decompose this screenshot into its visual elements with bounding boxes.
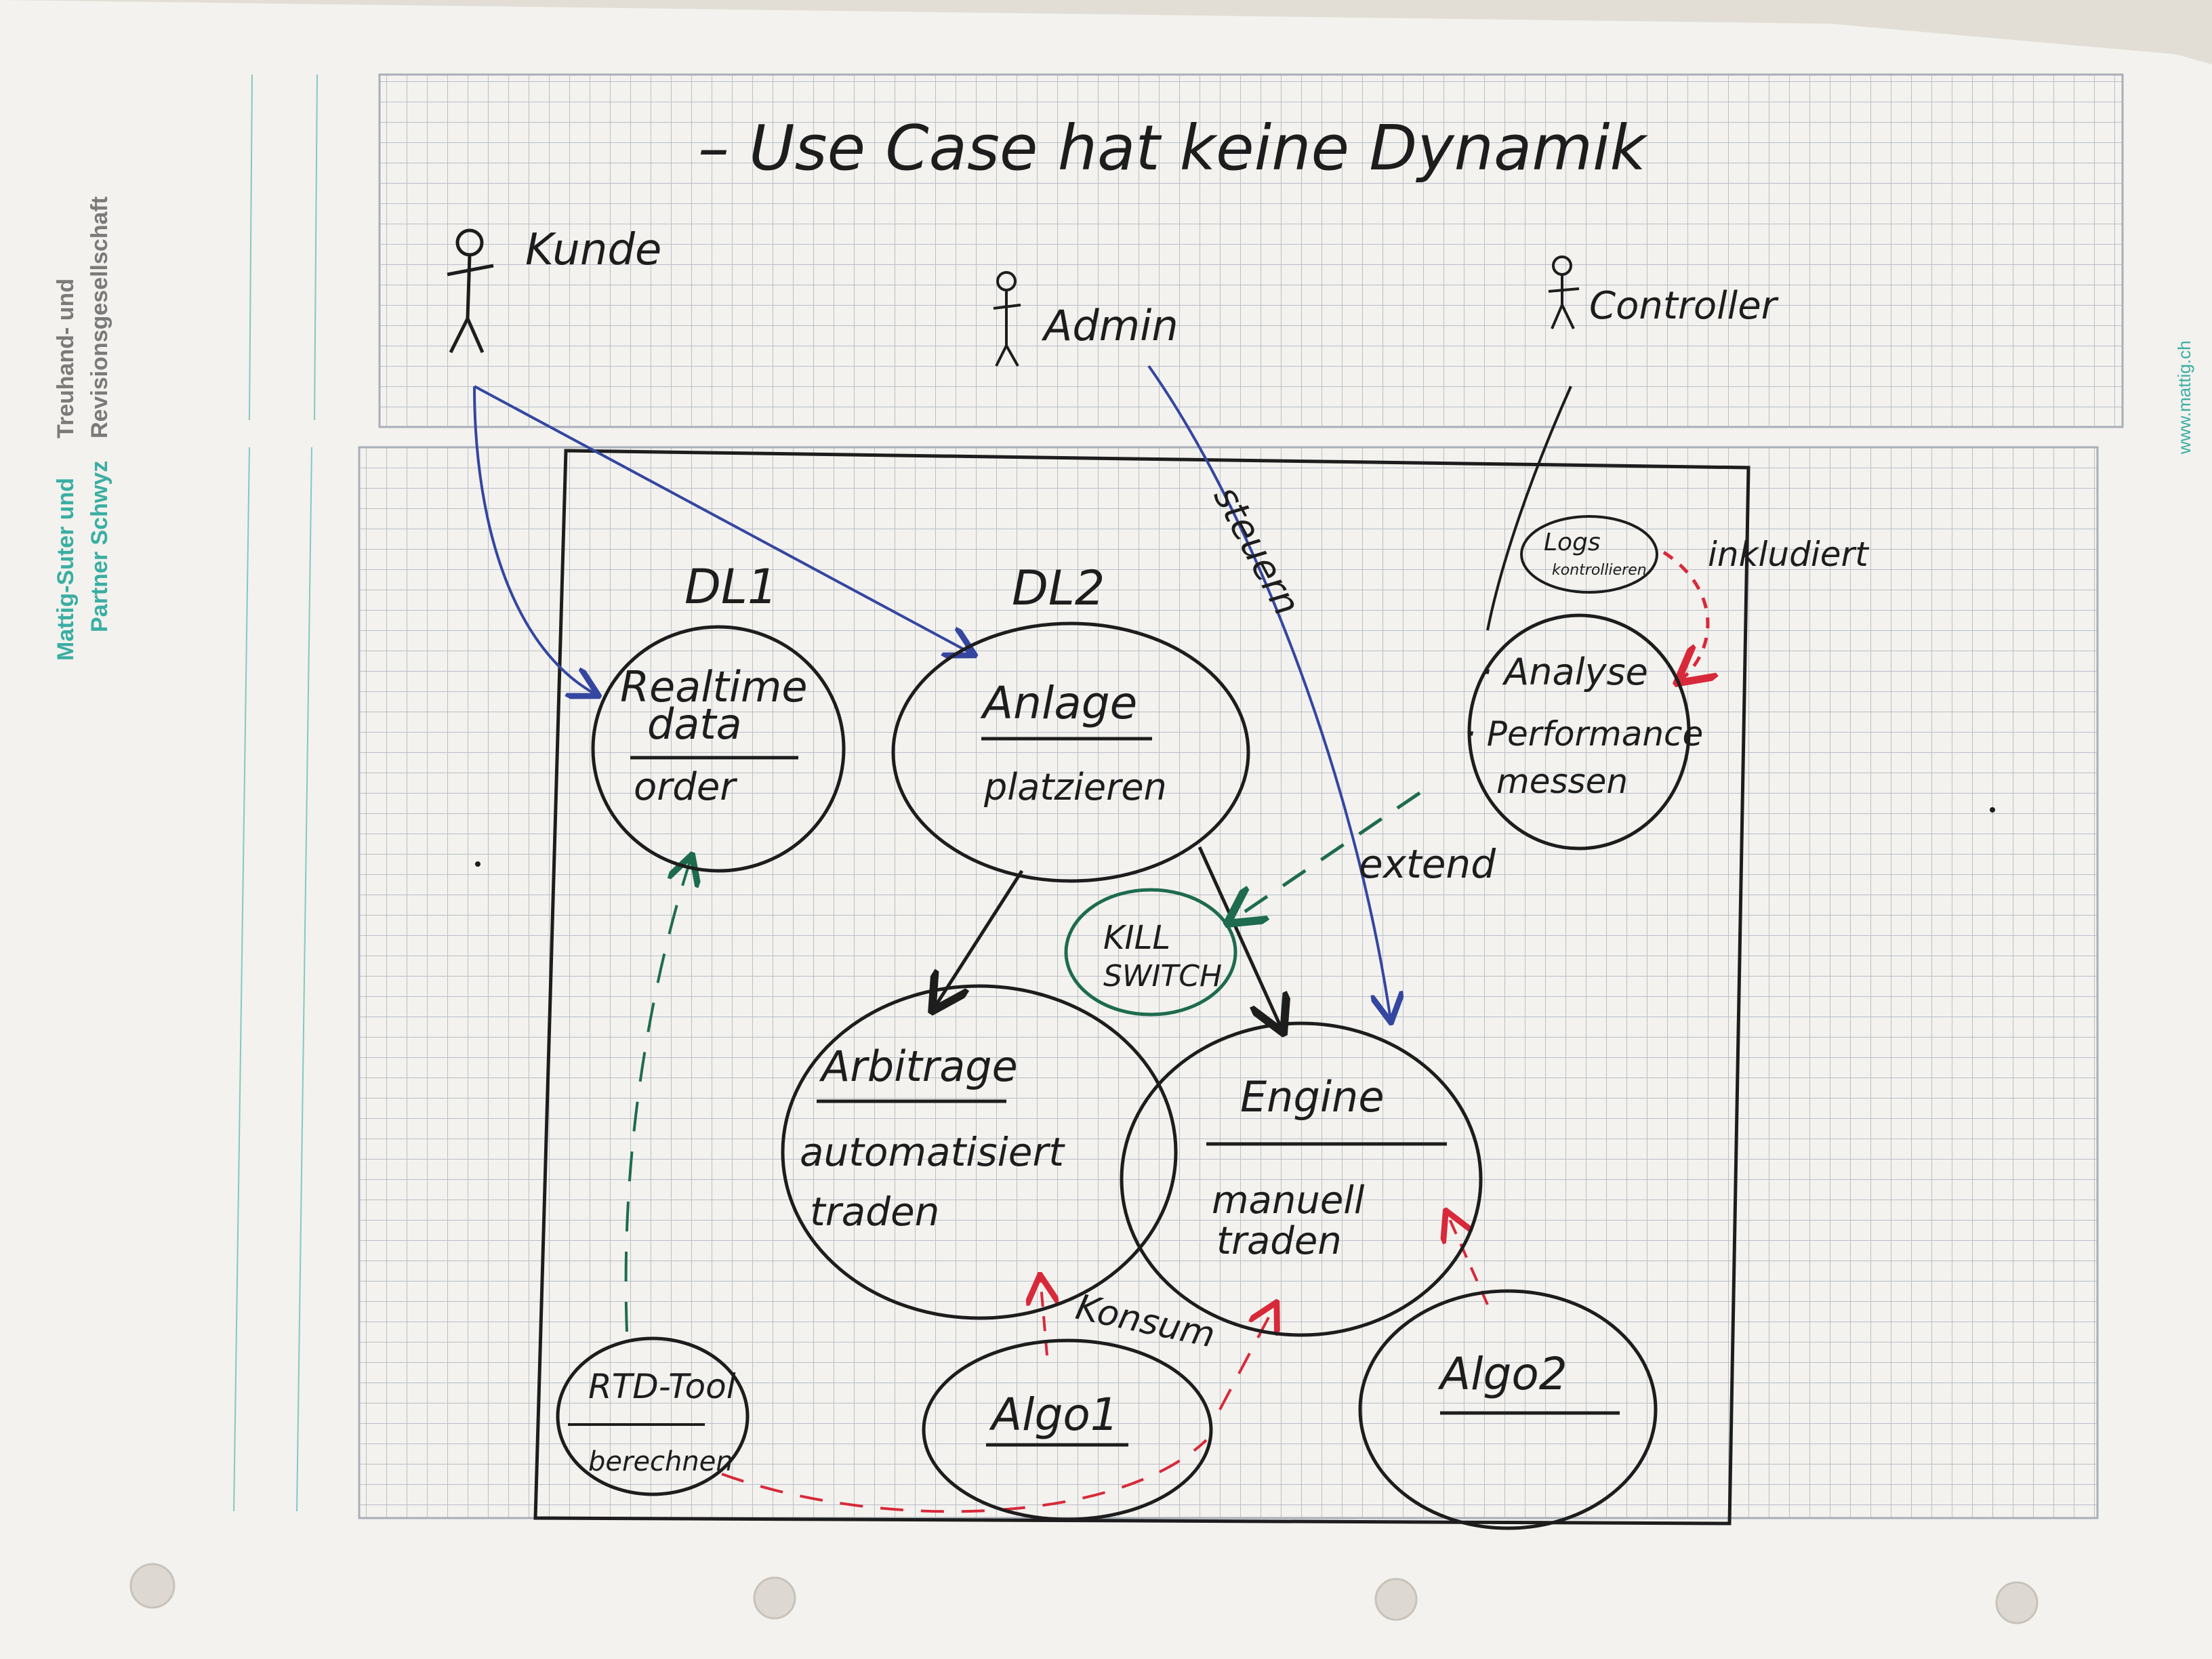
flow-anlage-arbitrage [934, 869, 1024, 1008]
punch-hole [129, 1563, 176, 1609]
company-line-2b: Revisionsgesellschaft [87, 197, 112, 438]
usecase-arbitrage [781, 984, 1178, 1320]
realtime-sub: order [634, 765, 737, 809]
paper [0, 0, 2212, 64]
analyse-line-3: messen [1496, 762, 1628, 801]
group-label-dl2: DL2 [1012, 560, 1105, 616]
group-label-dl1: DL1 [684, 559, 777, 615]
analyse-line-2: · Performance [1465, 714, 1703, 754]
usecase-analyse [1467, 613, 1691, 851]
company-line-1b: Treuhand- und [53, 279, 79, 438]
letterhead: Mattig-Suter und Treuhand- und Partner S… [53, 197, 112, 661]
extend-analyse-kill [1230, 791, 1421, 922]
arbitrage-sub-2: traden [810, 1189, 939, 1235]
realtime-title-2: data [647, 699, 742, 749]
pen-dot [475, 861, 480, 867]
actor-kunde-label: Kunde [525, 225, 661, 275]
punch-hole [753, 1576, 796, 1620]
system-boundary [533, 449, 1750, 1525]
algo2-title: Algo2 [1437, 1348, 1568, 1400]
rtd-title: RTD-Tool [588, 1367, 736, 1406]
actor-kunde [447, 228, 494, 354]
actor-admin [993, 271, 1021, 367]
usecase-logs [1520, 515, 1658, 594]
margin-line [249, 74, 253, 421]
engine-title: Engine [1240, 1072, 1385, 1122]
arbitrage-sub-1: automatisiert [800, 1129, 1065, 1175]
grid-panel-top [378, 73, 2124, 428]
punch-hole [1995, 1581, 2039, 1624]
usecase-kill-switch [1064, 888, 1237, 1017]
kill-line-1: KILL [1103, 919, 1170, 957]
usecase-algo2 [1358, 1289, 1658, 1530]
punch-hole [1374, 1578, 1418, 1621]
actor-admin-label: Admin [1041, 301, 1179, 350]
usecase-algo1 [922, 1338, 1213, 1521]
rtd-sub: berechnen [588, 1446, 733, 1477]
pen-dot [1990, 807, 1995, 813]
flow-rtd-realtime [624, 857, 691, 1332]
anlage-sub: platzieren [983, 766, 1167, 808]
actor-controller-label: Controller [1589, 284, 1779, 328]
usecase-anlage [891, 621, 1250, 883]
edge-label-inkludiert: inkludiert [1708, 535, 1870, 574]
company-line-2a: Partner Schwyz [87, 461, 112, 632]
analyse-line-1: · Analyse [1481, 651, 1648, 693]
engine-sub-1: manuell [1212, 1179, 1365, 1223]
assoc-controller-analyse [1486, 386, 1572, 631]
assoc-kunde-realtime [473, 386, 596, 695]
usecase-realtime-data [591, 625, 846, 873]
actor-controller [1548, 255, 1580, 329]
assoc-kunde-anlage [474, 385, 972, 654]
anlage-title: Anlage [980, 677, 1137, 729]
logs-line-1: Logs [1544, 529, 1601, 556]
realtime-title-1: Realtime [620, 662, 808, 712]
consume-algo2-engine [1447, 1213, 1489, 1305]
edge-label-extend: extend [1359, 841, 1496, 887]
algo1-title: Algo1 [989, 1389, 1119, 1441]
diagram-title: – Use Case hat keine Dynamik [698, 112, 1649, 184]
assoc-admin-engine [1147, 365, 1391, 1020]
usecase-rtd-tool [556, 1336, 750, 1496]
logs-line-2: kontrollieren [1552, 562, 1647, 579]
kill-line-2: SWITCH [1103, 959, 1222, 994]
margin-line [233, 447, 250, 1512]
include-logs-analyse [1662, 550, 1708, 681]
consume-rtd-engine [721, 1305, 1275, 1513]
company-line-1a: Mattig-Suter und [53, 478, 79, 661]
usecase-engine [1120, 1021, 1483, 1337]
margin-line [296, 447, 312, 1512]
grid-panel-bottom [358, 446, 2099, 1519]
flow-anlage-engine [1197, 846, 1282, 1030]
website-label: www.mattig.ch [2174, 340, 2194, 455]
margin-line [314, 74, 318, 421]
arbitrage-title: Arbitrage [819, 1042, 1018, 1091]
engine-sub-2: traden [1216, 1219, 1342, 1263]
